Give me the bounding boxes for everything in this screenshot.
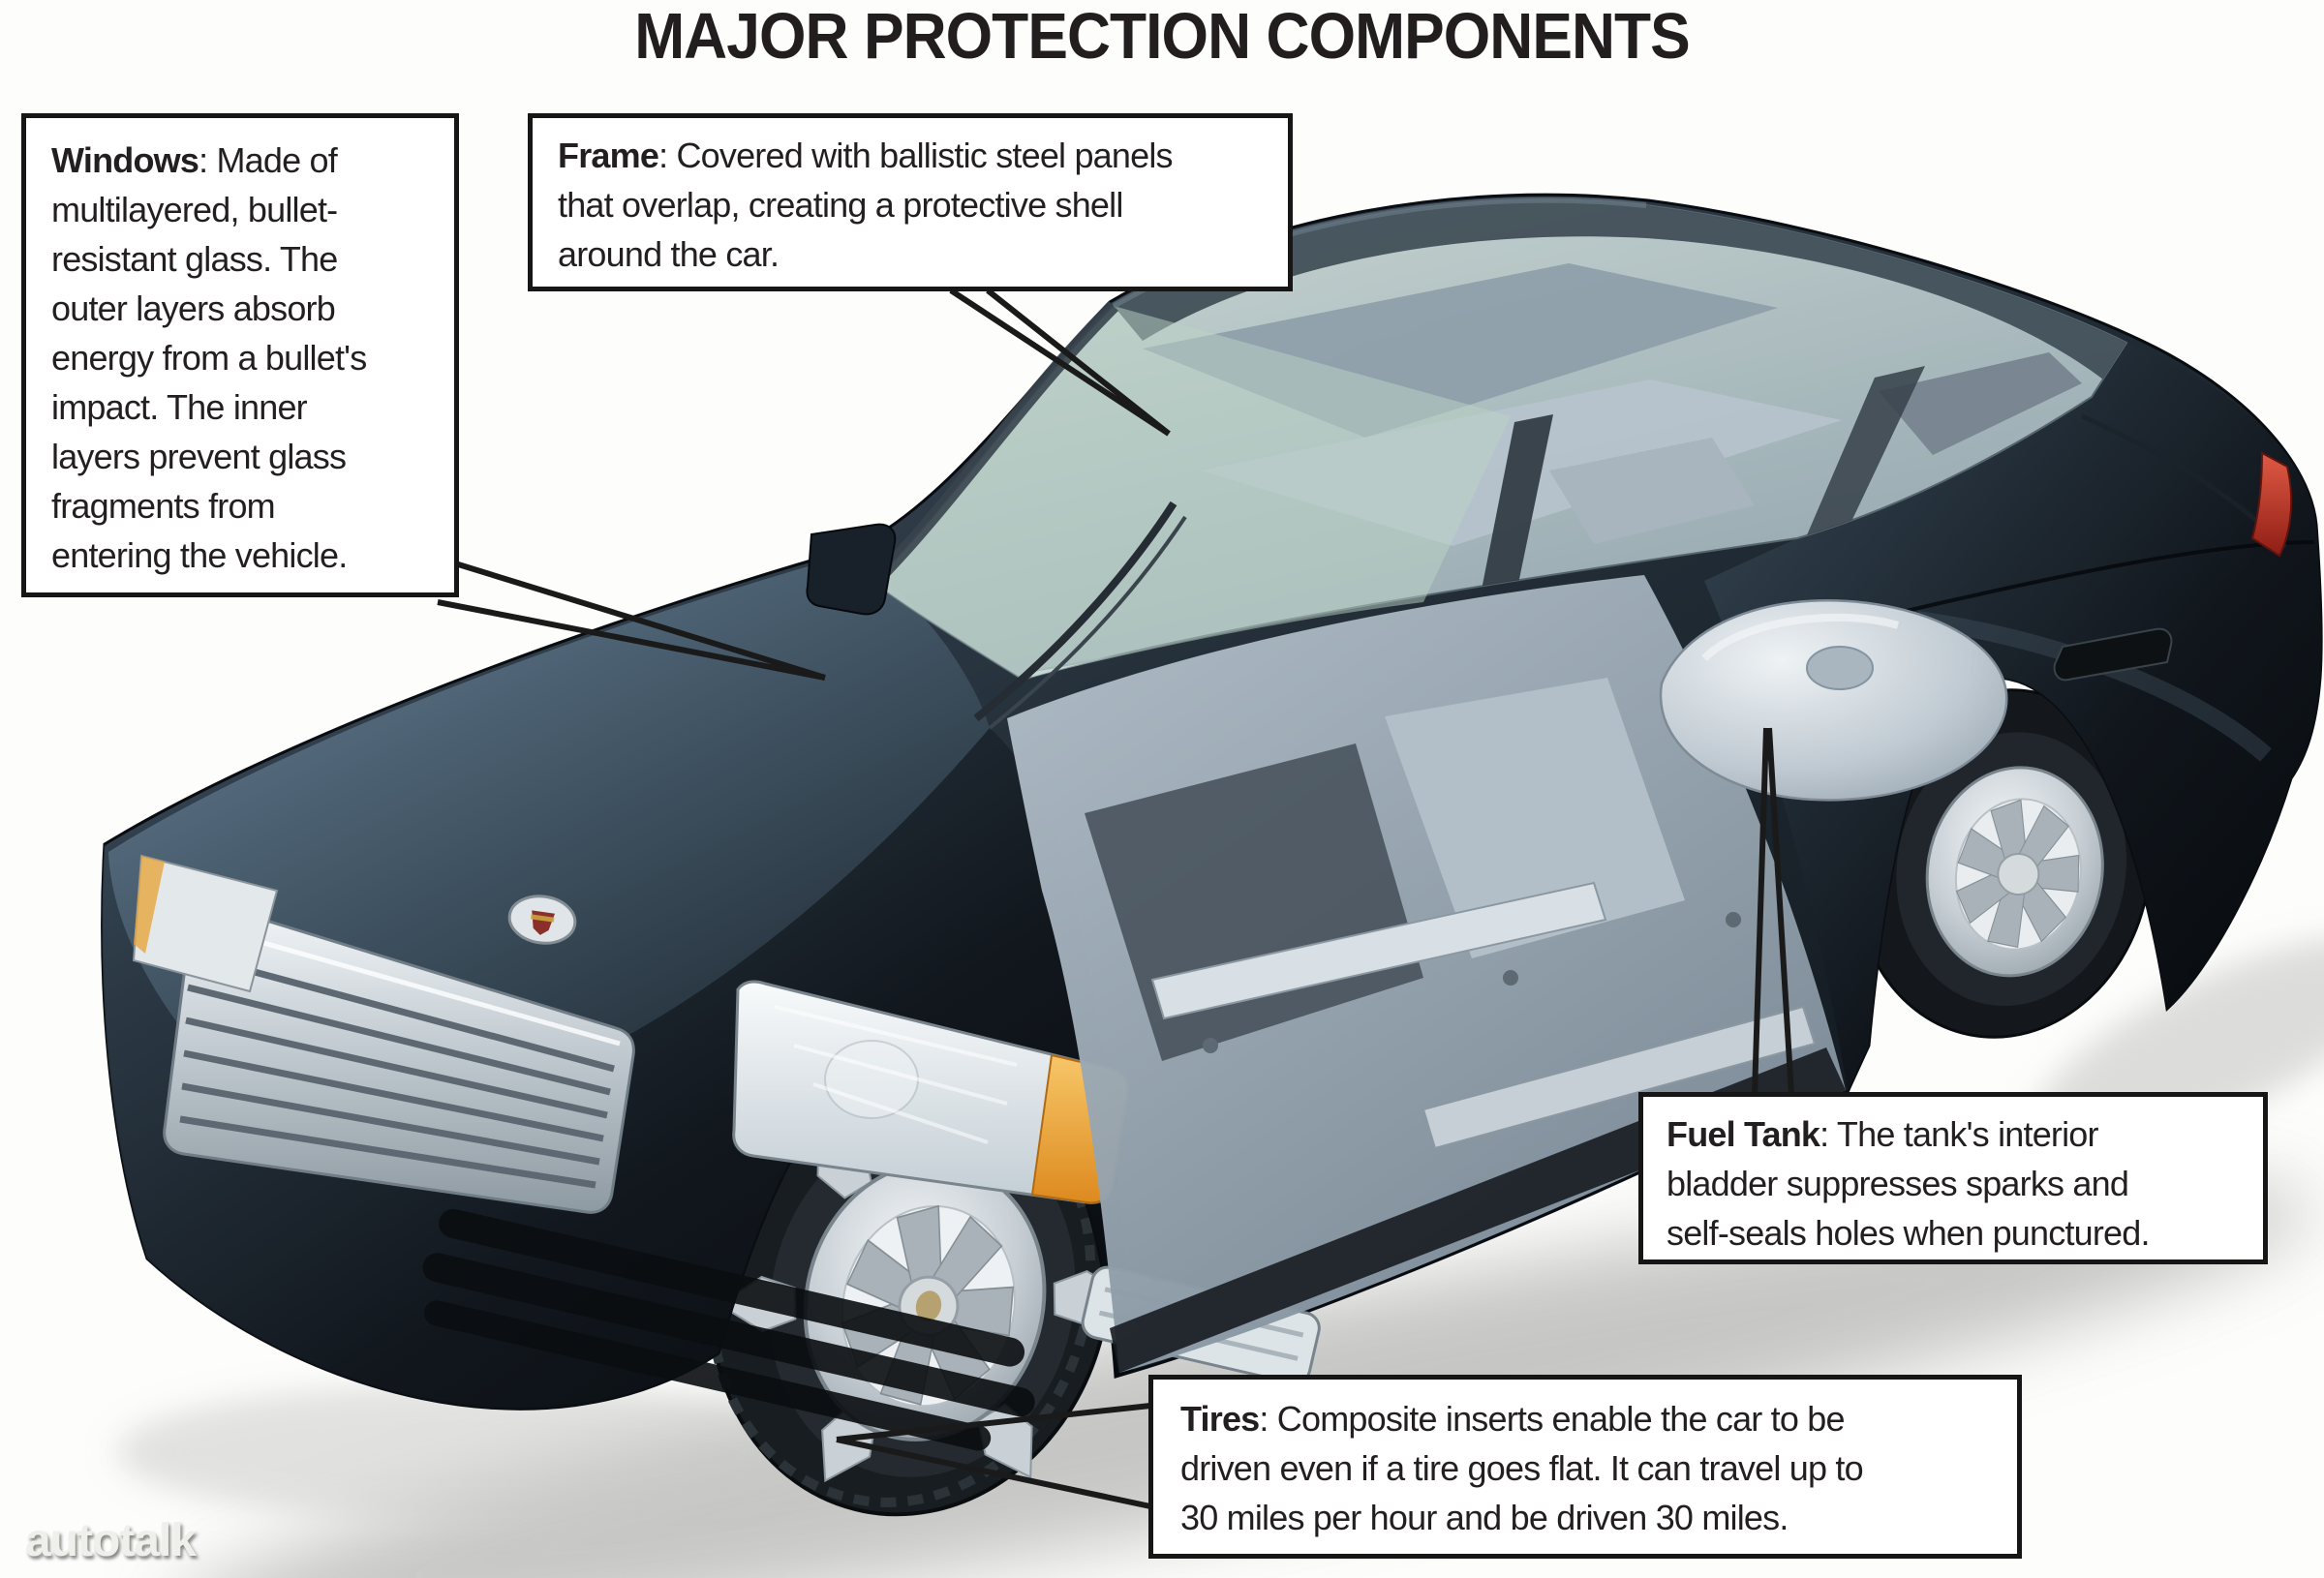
callout-tires: Tires: Composite inserts enable the car … <box>1148 1375 2022 1559</box>
leader-lines <box>437 288 1794 1509</box>
callout-tires-label: Tires <box>1180 1399 1260 1439</box>
door-intrusion-beam <box>1422 1005 1817 1150</box>
watermark-autotalk: autotalk <box>25 1515 197 1566</box>
side-mirror <box>806 523 897 616</box>
callout-frame: Frame: Covered with ballistic steel pane… <box>528 113 1293 291</box>
callout-fuel-tank-label: Fuel Tank <box>1667 1114 1820 1154</box>
rear-wheel <box>1852 688 2153 1039</box>
taillight <box>2250 451 2293 558</box>
fuel-tank <box>1659 599 2008 802</box>
wheel-center-crest <box>915 1290 942 1321</box>
bumper-vents <box>422 1208 1035 1451</box>
rear-door-handle <box>2053 627 2173 682</box>
a-pillar <box>869 301 1118 588</box>
callout-frame-body: : Covered with ballistic steel panels th… <box>558 136 1174 274</box>
callout-frame-label: Frame <box>558 136 659 175</box>
callout-windows-label: Windows <box>51 140 199 180</box>
left-headlight <box>132 854 279 993</box>
windows-leader <box>437 561 826 681</box>
frame-leader <box>949 288 1171 437</box>
callout-windows-body: : Made of multilayered, bullet- resistan… <box>51 140 367 575</box>
callout-fuel-tank-body: : The tank's interior bladder suppresses… <box>1667 1114 2151 1253</box>
rear-quarter-panel <box>1704 343 2322 1092</box>
wiper <box>973 501 1187 730</box>
callout-fuel-tank: Fuel Tank: The tank's interior bladder s… <box>1638 1092 2268 1264</box>
headlight <box>732 980 1129 1204</box>
front-grille <box>163 902 635 1214</box>
hood-emblem <box>507 895 577 945</box>
callout-windows: Windows: Made of multilayered, bullet- r… <box>21 113 459 597</box>
fuel-tank-leader <box>1752 727 1794 1095</box>
door-intrusion-beam <box>1150 881 1607 1020</box>
tires-leader <box>836 1403 1151 1509</box>
callout-tires-body: : Composite inserts enable the car to be… <box>1180 1399 1864 1537</box>
page-title: MAJOR PROTECTION COMPONENTS <box>634 0 1691 73</box>
greenhouse <box>869 197 2128 730</box>
